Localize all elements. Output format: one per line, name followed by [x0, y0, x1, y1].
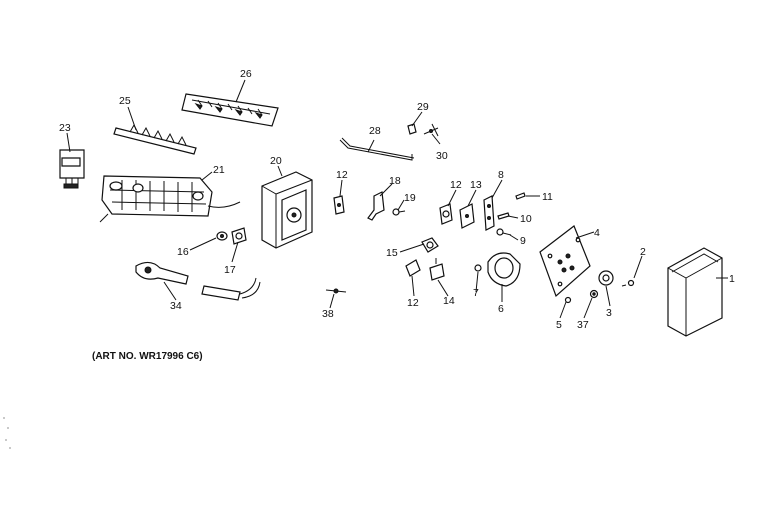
callout-14: 14 — [443, 295, 455, 307]
callout-12-mid: 12 — [450, 179, 462, 191]
callout-16: 16 — [177, 246, 189, 258]
callout-9: 9 — [520, 235, 526, 247]
part-15-drawing — [421, 237, 439, 253]
callout-3: 3 — [606, 307, 612, 319]
callout-11: 11 — [542, 191, 553, 203]
leader-lines — [66, 79, 728, 319]
callout-28: 28 — [369, 125, 381, 137]
part-6-drawing — [487, 252, 521, 287]
part-9-drawing — [496, 228, 512, 236]
part-20-drawing — [261, 171, 313, 249]
callout-labels: 26 25 23 21 20 12 18 19 29 28 30 12 13 8… — [59, 68, 735, 331]
callout-29: 29 — [417, 101, 429, 113]
part-3-drawing — [598, 270, 614, 286]
scan-speckles — [3, 417, 11, 449]
callout-21: 21 — [213, 164, 225, 176]
callout-26: 26 — [240, 68, 252, 80]
callout-25: 25 — [119, 95, 131, 107]
callout-15: 15 — [386, 247, 398, 259]
part-8-drawing — [483, 195, 495, 231]
callout-7: 7 — [473, 287, 479, 299]
callout-17: 17 — [224, 264, 236, 276]
part-21-drawing — [99, 175, 241, 223]
part-30-drawing — [423, 123, 439, 137]
callout-37: 37 — [577, 319, 589, 331]
part-5-drawing — [564, 296, 572, 304]
part-10-drawing — [497, 212, 510, 220]
callout-12-top: 12 — [336, 169, 348, 181]
part-harness-drawing — [201, 277, 261, 301]
art-number-caption: (ART NO. WR17996 C6) — [92, 351, 203, 362]
part-29-drawing — [407, 123, 417, 135]
part-12-low-drawing — [405, 259, 421, 277]
callout-19: 19 — [404, 192, 416, 204]
part-25-drawing — [113, 123, 197, 155]
callout-4: 4 — [594, 227, 600, 239]
part-37-drawing — [589, 289, 599, 299]
callout-30: 30 — [436, 150, 448, 162]
callout-5: 5 — [556, 319, 562, 331]
callout-1: 1 — [729, 273, 735, 285]
part-2-drawing — [621, 279, 635, 287]
part-13-drawing — [459, 203, 475, 229]
part-38-drawing — [325, 288, 347, 294]
part-17-drawing — [231, 227, 247, 245]
part-4-drawing — [539, 225, 591, 298]
callout-13: 13 — [470, 179, 482, 191]
part-14-drawing — [429, 258, 445, 281]
part-12-top-drawing — [333, 195, 345, 215]
part-11-drawing — [515, 192, 526, 200]
part-16-drawing — [216, 231, 228, 241]
part-1-drawing — [667, 247, 723, 337]
part-34-drawing — [135, 261, 189, 285]
part-26-drawing — [181, 93, 279, 127]
callout-38: 38 — [322, 308, 334, 320]
callout-18: 18 — [389, 175, 401, 187]
callout-6: 6 — [498, 303, 504, 315]
callout-8: 8 — [498, 169, 504, 181]
callout-23: 23 — [59, 122, 71, 134]
part-18-drawing — [367, 191, 385, 221]
callout-12-low: 12 — [407, 297, 419, 309]
callout-34: 34 — [170, 300, 182, 312]
callout-2: 2 — [640, 246, 646, 258]
callout-10: 10 — [520, 213, 532, 225]
part-19-drawing — [392, 208, 406, 216]
part-7-drawing — [474, 264, 482, 272]
callout-20: 20 — [270, 155, 282, 167]
part-28-drawing — [339, 137, 415, 161]
part-23-drawing — [59, 149, 85, 189]
part-12-mid-drawing — [439, 203, 453, 225]
